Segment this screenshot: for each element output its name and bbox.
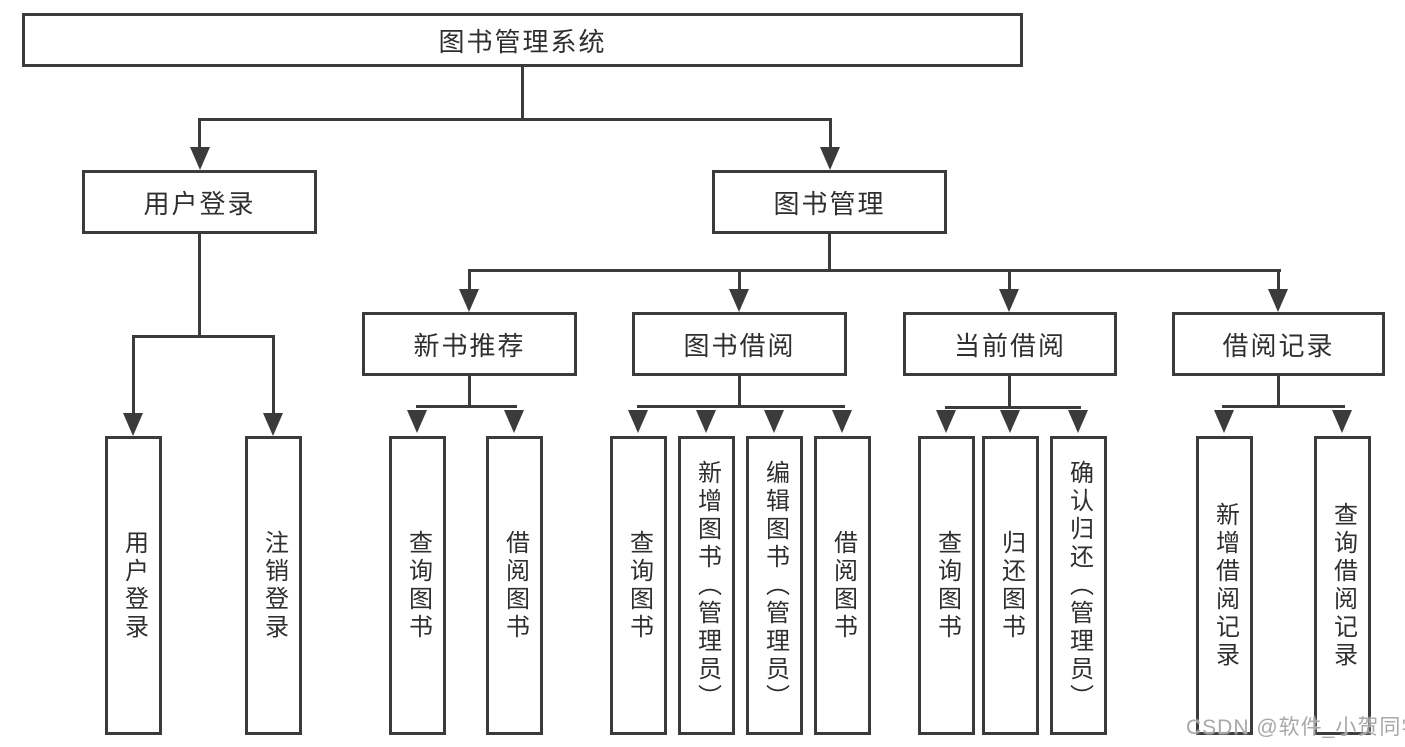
connector-stub-new-rec [468,272,471,290]
arrow-down-icon [729,289,749,312]
arrow-down-icon [190,147,210,170]
arrow-down-icon [832,410,852,433]
leaf-query-books-current: 查询图书 [918,436,975,735]
node-root-library-system: 图书管理系统 [22,13,1023,67]
node-book-borrowing: 图书借阅 [632,312,847,376]
connector-stub-borrow-records [1277,272,1280,290]
arrow-down-icon [999,289,1019,312]
arrow-down-icon [1268,289,1288,312]
arrow-down-icon [459,289,479,312]
connector-current-bar [945,406,1081,409]
node-user-login: 用户登录 [82,170,317,234]
arrow-down-icon [1068,410,1088,433]
arrow-down-icon [1214,410,1234,433]
connector-book-mgmt-bar [468,269,1281,272]
node-new-book-recommendation: 新书推荐 [362,312,577,376]
arrow-down-icon [263,413,283,436]
connector-book-mgmt-stem [828,234,831,269]
leaf-edit-books-admin: 编辑图书（管理员） [746,436,803,735]
arrow-down-icon [123,413,143,436]
connector-stub-user-login [198,121,201,149]
connector-book-borrow-bar [637,405,845,408]
leaf-query-books-borrow: 查询图书 [610,436,667,735]
connector-records-bar [1222,405,1345,408]
arrow-down-icon [628,410,648,433]
leaf-query-borrow-record: 查询借阅记录 [1314,436,1371,735]
arrow-down-icon [820,147,840,170]
connector-stub-login-leaf1 [132,338,135,415]
node-book-management: 图书管理 [712,170,947,234]
connector-root-stem [521,67,524,118]
leaf-add-books-admin: 新增图书（管理员） [678,436,735,735]
arrow-down-icon [764,410,784,433]
node-borrowing-records: 借阅记录 [1172,312,1385,376]
connector-new-rec-bar [416,405,517,408]
leaf-query-books-rec: 查询图书 [389,436,446,735]
leaf-add-borrow-record: 新增借阅记录 [1196,436,1253,735]
arrow-down-icon [1000,410,1020,433]
node-current-borrowing: 当前借阅 [903,312,1117,376]
connector-records-stem [1277,376,1280,405]
arrow-down-icon [407,410,427,433]
connector-root-bar [198,118,832,121]
leaf-borrow-books: 借阅图书 [814,436,871,735]
connector-stub-book-mgmt [829,121,832,149]
arrow-down-icon [936,410,956,433]
csdn-watermark: CSDN @软件_小贺同学 [1186,716,1405,739]
arrow-down-icon [1332,410,1352,433]
connector-new-rec-stem [468,376,471,405]
connector-user-login-bar [132,335,275,338]
leaf-user-login: 用户登录 [105,436,162,735]
arrow-down-icon [696,410,716,433]
connector-stub-login-leaf2 [272,338,275,415]
leaf-borrow-books-rec: 借阅图书 [486,436,543,735]
connector-current-stem [1008,376,1011,406]
connector-stub-book-borrow [738,272,741,290]
connector-stub-current-borrow [1008,272,1011,290]
connector-book-borrow-stem [738,376,741,405]
arrow-down-icon [504,410,524,433]
leaf-return-books: 归还图书 [982,436,1039,735]
connector-user-login-stem [198,234,201,335]
leaf-logout: 注销登录 [245,436,302,735]
leaf-confirm-return-admin: 确认归还（管理员） [1050,436,1107,735]
